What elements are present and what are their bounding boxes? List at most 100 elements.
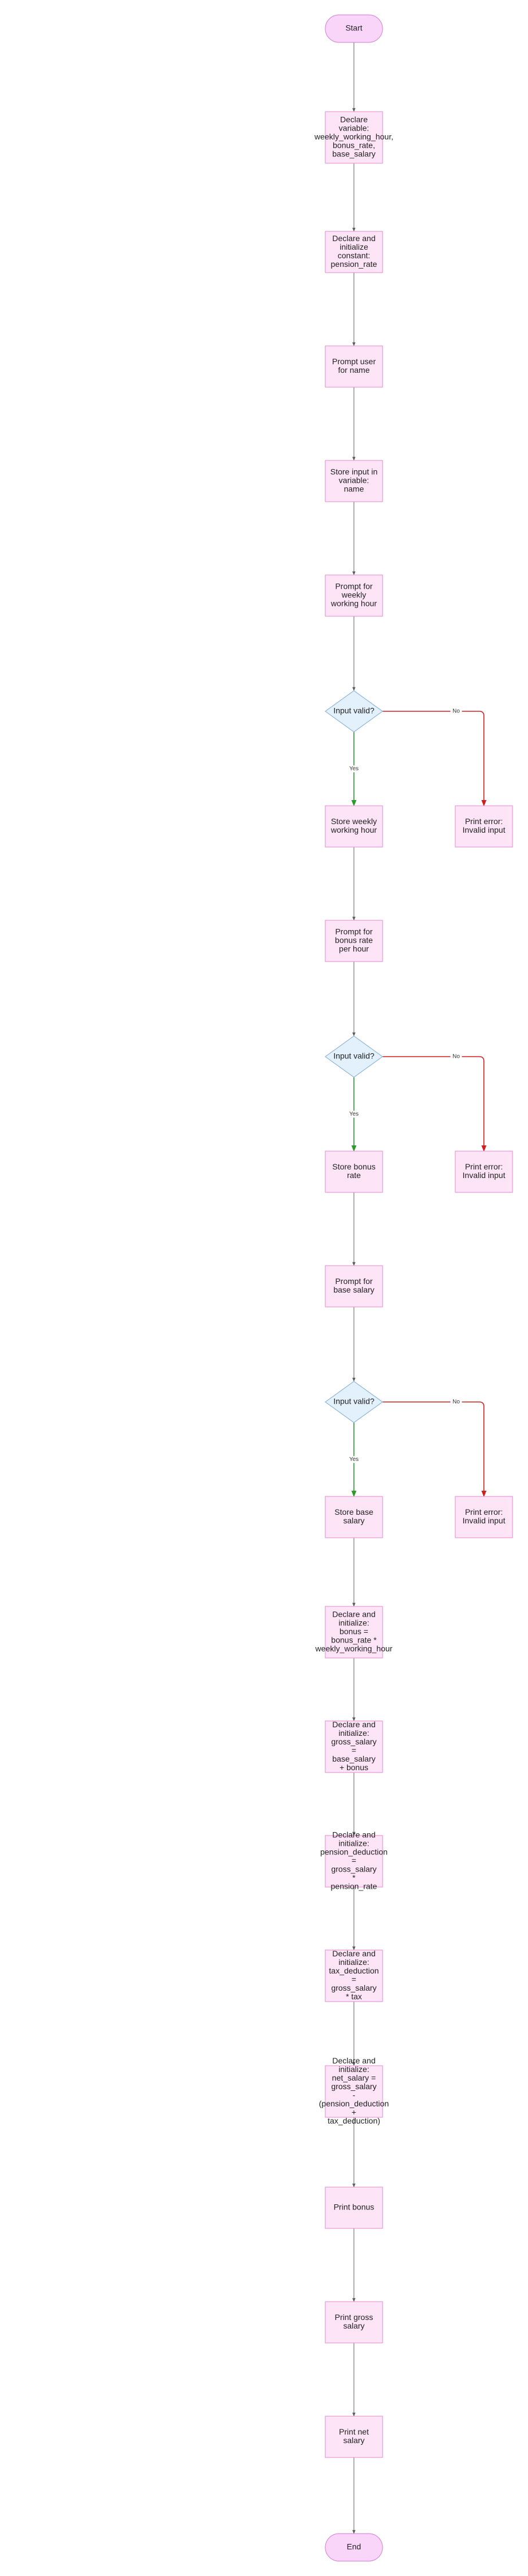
edge-line (383, 1056, 487, 1152)
node-label: Print error: (465, 1507, 503, 1517)
node-label: initialize (340, 242, 368, 251)
node-label: Prompt for (335, 582, 373, 591)
node-label: pension_deduction (320, 1848, 388, 1857)
node-label: salary (343, 2436, 364, 2445)
node-label: = (352, 1975, 356, 1984)
node-error-3: Print error:Invalid input (455, 1496, 513, 1538)
node-label: Print bonus (334, 2203, 375, 2212)
node-label: tax_deduction) (328, 2116, 380, 2125)
node-label: base_salary (332, 149, 376, 159)
decision-shape (324, 690, 384, 732)
node-label: salary (343, 1516, 364, 1525)
edge-label-bg (450, 1399, 462, 1405)
process-shape (455, 805, 513, 848)
node-label: Print net (339, 2427, 369, 2436)
node-label: constant: (338, 251, 371, 260)
node-label: = (352, 1746, 356, 1755)
node-label: bonus = (340, 1627, 368, 1636)
process-shape (325, 1265, 383, 1307)
node-label: name (344, 485, 364, 494)
node-label: Invalid input (463, 1516, 506, 1525)
node-label: Invalid input (463, 1171, 506, 1180)
node-label: Input valid? (333, 1397, 375, 1406)
edge-label-yes: Yes (349, 766, 358, 772)
process-shape (325, 805, 383, 848)
edge-valid-2-to-error-2: No (383, 1053, 487, 1152)
edge-valid-3-to-store-base: Yes (348, 1423, 360, 1498)
edge-line (383, 1401, 487, 1498)
node-end: End (325, 2533, 383, 2562)
process-shape (455, 1496, 513, 1538)
node-label: * tax (346, 1992, 362, 2001)
node-label: + bonus (340, 1763, 368, 1772)
process-shape (325, 1496, 383, 1538)
node-error-2: Print error:Invalid input (455, 1151, 513, 1193)
node-label: Prompt for (335, 1277, 373, 1286)
edge-label-no: No (452, 1399, 460, 1405)
node-label: + (352, 2108, 356, 2117)
node-label: Store base (334, 1507, 373, 1517)
nodes-layer: StartDeclarevariable:weekly_working_hour… (314, 14, 513, 2562)
node-label: variable: (339, 124, 369, 133)
node-label: End (347, 2542, 361, 2551)
node-label: Input valid? (333, 706, 375, 715)
node-label: working hour (330, 599, 377, 608)
node-label: Declare and (332, 1830, 376, 1840)
node-label: gross_salary (331, 1983, 376, 1992)
node-label: per hour (339, 944, 369, 954)
node-label: - (353, 2090, 356, 2100)
node-label: Declare and (332, 1949, 376, 1958)
node-label: pension_rate (331, 259, 377, 269)
node-label: bonus_rate * (331, 1636, 377, 1645)
edge-valid-1-to-error-1: No (383, 708, 487, 807)
node-declare-vars: Declarevariable:weekly_working_hour,bonu… (314, 111, 393, 164)
node-label: bonus rate (335, 936, 373, 945)
node-declare-const: Declare andinitializeconstant:pension_ra… (325, 231, 383, 273)
node-label: Store input in (330, 467, 378, 476)
edge-valid-1-to-store-hours: Yes (348, 732, 360, 807)
edge-label-yes: Yes (349, 1111, 358, 1117)
edge-label-no: No (452, 1054, 460, 1060)
node-label: initialize: (338, 1618, 369, 1628)
edge-label-bg (348, 765, 360, 773)
node-label: initialize: (338, 1957, 369, 1967)
node-label: * (352, 1873, 356, 1882)
node-calc-gross: Declare andinitialize:gross_salary=base_… (325, 1720, 383, 1773)
process-shape (325, 574, 383, 617)
node-label: Invalid input (463, 825, 506, 834)
node-label: weekly_working_hour, (314, 132, 393, 141)
node-start: Start (325, 14, 383, 43)
node-calc-tax: Declare andinitialize:tax_deduction=gros… (325, 1949, 383, 2002)
decision-shape (324, 1381, 384, 1423)
process-shape (325, 1606, 383, 1659)
edge-label-no: No (452, 708, 460, 715)
node-label: for name (338, 365, 369, 375)
edge-label-bg (450, 708, 462, 715)
edge-label-bg (450, 1053, 462, 1060)
node-label: Declare and (332, 1720, 376, 1729)
edge-label-bg (348, 1456, 360, 1463)
process-shape (325, 1835, 383, 1888)
process-shape (325, 2187, 383, 2229)
node-label: Start (345, 23, 362, 33)
process-shape (325, 460, 383, 502)
process-shape (325, 1151, 383, 1193)
edge-line (383, 711, 487, 807)
node-label: Print gross (335, 2313, 373, 2322)
process-shape (325, 2416, 383, 2458)
node-label: rate (347, 1171, 361, 1180)
node-label: Declare and (332, 1610, 376, 1619)
node-label: gross_salary (331, 1737, 376, 1746)
